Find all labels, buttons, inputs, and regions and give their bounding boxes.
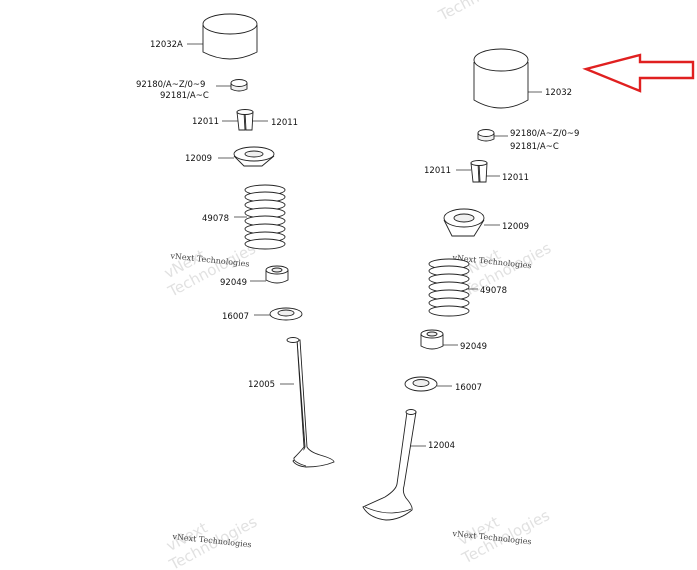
label-12004: 12004	[428, 441, 455, 451]
spring-seat-right: 16007	[404, 376, 482, 393]
label-12032A: 12032A	[150, 40, 183, 50]
label-12005: 12005	[248, 380, 275, 390]
label-12011-left-a: 12011	[192, 117, 219, 127]
watermark-text: Technologies	[435, 0, 530, 25]
label-12011-right-b: 12011	[502, 173, 529, 183]
spring-retainer-right: 12009	[443, 208, 529, 237]
label-49078-left: 49078	[202, 214, 229, 224]
spring-retainer-left: 12009	[185, 146, 275, 167]
stem-seal-right: 92049	[420, 329, 487, 352]
stem-seal-left: 92049	[220, 265, 289, 288]
label-16007-right: 16007	[455, 383, 482, 393]
label-16007-left: 16007	[222, 312, 249, 322]
label-92181-left: 92181/A~C	[160, 91, 209, 101]
label-92049-right: 92049	[460, 342, 487, 352]
valve-spring-left: 49078	[202, 184, 286, 250]
label-49078-right: 49078	[480, 286, 507, 296]
tappet-12032A: 12032A	[150, 13, 258, 60]
label-92180-left: 92180/A~Z/0~9	[136, 80, 205, 90]
label-12011-right-a: 12011	[424, 166, 451, 176]
label-12011-left-b: 12011	[271, 118, 298, 128]
highlight-arrow-icon	[582, 53, 695, 93]
tappet-12032: 12032	[473, 48, 572, 109]
shim-left: 92180/A~Z/0~9 92181/A~C	[136, 79, 248, 101]
valve-12004: 12004	[362, 409, 455, 521]
label-92049-left: 92049	[220, 278, 247, 288]
spring-seat-left: 16007	[222, 307, 303, 322]
valve-spring-right: 49078	[428, 258, 507, 317]
label-12032: 12032	[545, 88, 572, 98]
watermark-top-center: Technologies	[435, 0, 530, 25]
valve-collets-right: 12011 12011	[424, 160, 529, 183]
label-92181-right: 92181/A~C	[510, 142, 559, 152]
valve-collets-left: 12011 12011	[192, 109, 298, 131]
shim-right: 92180/A~Z/0~9 92181/A~C	[477, 129, 579, 152]
label-92180-right: 92180/A~Z/0~9	[510, 129, 579, 139]
label-12009-left: 12009	[185, 154, 212, 164]
watermark-bottom-right: vNext Technologies	[455, 506, 553, 568]
label-12009-right: 12009	[502, 222, 529, 232]
valve-12005: 12005	[248, 337, 335, 468]
